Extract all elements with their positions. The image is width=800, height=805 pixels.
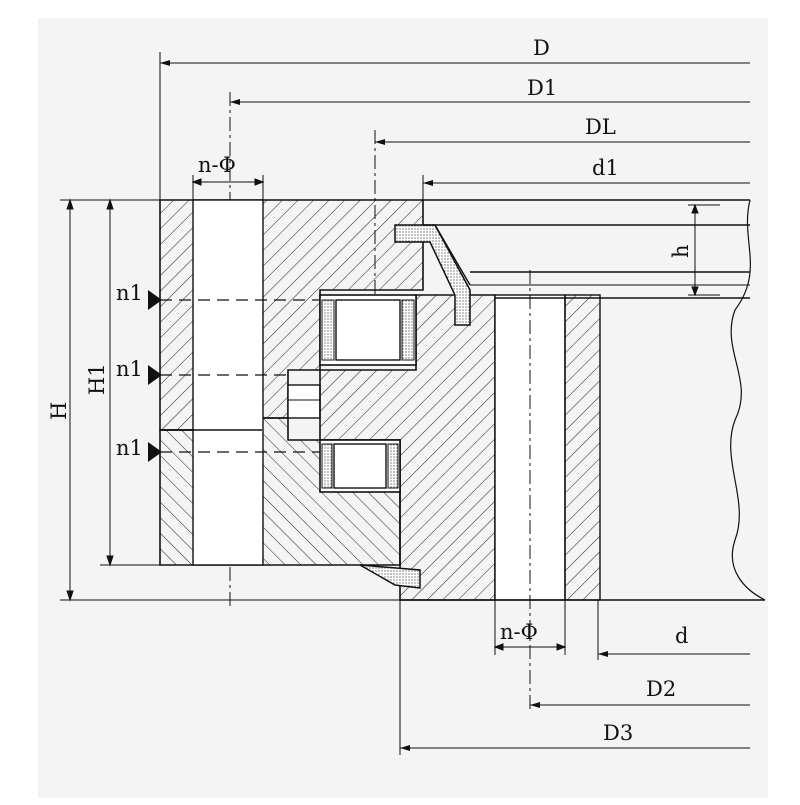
bottom-dimensions: [399, 600, 750, 755]
label-D: D: [533, 36, 550, 60]
label-DL: DL: [585, 115, 616, 139]
label-n1-upper: n1: [116, 281, 143, 305]
upper-roller: [319, 294, 417, 366]
label-H1: H1: [85, 363, 109, 395]
top-seal: [394, 224, 471, 326]
label-n1-middle: n1: [116, 357, 143, 381]
label-H: H: [47, 402, 71, 420]
label-n1-lower: n1: [116, 436, 143, 460]
label-d1: d1: [592, 156, 619, 180]
left-dimensions: [60, 198, 400, 602]
label-D2: D2: [646, 677, 676, 701]
lower-roller: [319, 439, 401, 493]
label-n-phi-bottom: n-Φ: [500, 620, 538, 644]
label-n-phi-top: n-Φ: [198, 153, 236, 177]
outer-ring: [159, 199, 424, 566]
label-d: d: [675, 624, 688, 648]
label-h: h: [669, 244, 693, 258]
label-D1: D1: [527, 76, 557, 100]
bolt-centerlines: [160, 299, 320, 453]
label-D3: D3: [603, 721, 633, 745]
bottom-seal: [359, 564, 421, 589]
n1-markers: [148, 290, 162, 462]
gear-housing: [423, 199, 766, 710]
